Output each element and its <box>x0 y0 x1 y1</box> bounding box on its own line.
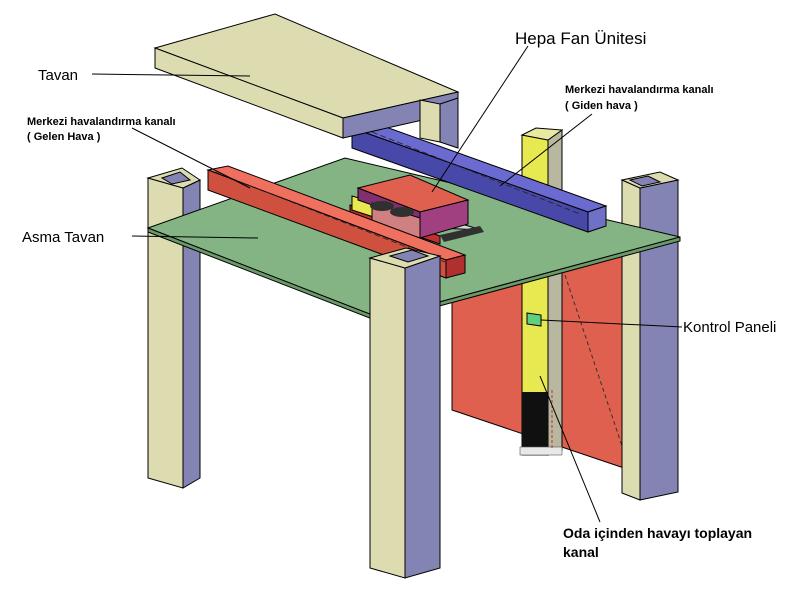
air-collection-base <box>519 446 563 456</box>
air-collection-grille <box>522 392 548 447</box>
back-wall-dashed-edge <box>564 274 631 471</box>
label-central-duct-incoming-line2: ( Gelen Hava ) <box>27 131 101 143</box>
column-front-side <box>404 255 441 579</box>
ceiling-support-side <box>439 97 459 149</box>
label-control-panel: Kontrol Paneli <box>683 319 776 336</box>
red-duct-end <box>445 254 466 279</box>
label-room-air-channel-line1: Oda içinden havayı toplayan <box>563 525 752 541</box>
leader-asma <box>131 235 259 239</box>
blue-duct-end <box>587 205 607 233</box>
column-back-right-notch <box>628 175 662 187</box>
leader-hepa <box>431 45 529 193</box>
air-collection-channel-top <box>520 127 564 141</box>
label-hepa-fan-unit: Hepa Fan Ünitesi <box>515 29 646 48</box>
label-room-air-channel-line2: kanal <box>563 544 599 560</box>
control-panel[interactable] <box>526 312 542 327</box>
hepa-fan-left <box>370 201 394 211</box>
hepa-fan-right <box>390 207 414 217</box>
column-back-right-side <box>639 179 679 501</box>
leader-giden <box>499 113 593 187</box>
column-front-face <box>369 257 406 579</box>
air-collection-channel-side <box>547 129 563 456</box>
ceiling-support-face <box>419 99 441 143</box>
hepa-unit-dark-base <box>440 226 484 242</box>
column-back-left-notch <box>160 171 192 185</box>
label-suspended-ceiling: Asma Tavan <box>22 229 104 246</box>
column-front-notch <box>388 249 430 263</box>
red-duct-dashed-line <box>214 171 446 263</box>
blue-duct-dashed-line <box>371 131 581 215</box>
label-central-duct-incoming-line1: Merkezi havalandırma kanalı <box>27 116 176 128</box>
label-central-duct-outgoing-line2: ( Giden hava ) <box>565 100 638 112</box>
label-tavan: Tavan <box>38 67 78 84</box>
leader-oda <box>539 375 601 523</box>
leader-gelen <box>131 127 251 189</box>
leader-kontrol <box>540 319 683 328</box>
leader-tavan <box>91 73 251 77</box>
label-central-duct-outgoing-line1: Merkezi havalandırma kanalı <box>565 84 714 96</box>
